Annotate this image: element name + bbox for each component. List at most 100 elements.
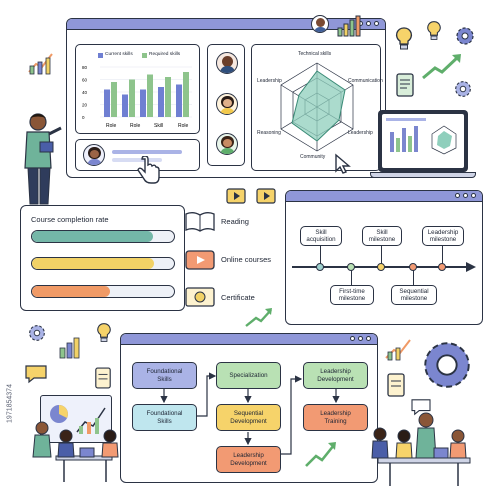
y-tick-label: 60 [82, 78, 88, 83]
bar-required [129, 79, 135, 117]
window-titlebar [121, 334, 377, 345]
skills-radar [280, 62, 354, 152]
titlebar-avatar [311, 15, 329, 33]
lightbulb-icon [97, 323, 111, 342]
laptop-screen [382, 114, 464, 168]
laptop [370, 110, 476, 180]
growth-chart-icon [59, 337, 80, 359]
growth-chart-icon [337, 15, 361, 37]
radar-label-technical: Technical skills [298, 51, 332, 57]
legend-required-label: Required skills [149, 52, 181, 57]
profile-line [112, 158, 162, 162]
legend-current-swatch [98, 53, 103, 58]
lightbulb-icon [427, 21, 441, 40]
timeline-node [347, 263, 355, 271]
timeline-node [438, 263, 446, 271]
radar-label-reasoning: Reasoning [257, 130, 281, 136]
y-tick-label: 40 [82, 90, 88, 95]
flow-leadership-training[interactable]: Leadership Training [303, 404, 368, 431]
online-courses-label: Online courses [221, 255, 272, 264]
radar-label-leadership-right: Leadership [348, 130, 373, 136]
course-completion-title: Course completion rate [31, 215, 109, 224]
chat-bubble-icon [25, 365, 47, 384]
gear-icon [424, 342, 470, 388]
milestone-skill-acquisition[interactable]: Skill acquisition [300, 226, 342, 246]
video-icon [185, 250, 215, 270]
lightbulb-icon [396, 27, 412, 50]
document-icon [396, 73, 414, 97]
milestone-timeline-card: Skill acquisition Skill milestone Leader… [285, 190, 483, 325]
book-icon [185, 212, 215, 232]
team-meeting-right [371, 412, 471, 486]
flow-foundational-skills[interactable]: Foundational Skills [132, 362, 197, 389]
bar-current [158, 87, 164, 117]
bar-required [111, 82, 117, 117]
growth-chart-icon [28, 53, 53, 75]
window-titlebar [286, 191, 482, 202]
milestone-leadership[interactable]: Leadership milestone [422, 226, 464, 246]
progress-fill-online-courses [32, 258, 155, 269]
milestone-skill[interactable]: Skill milestone [362, 226, 402, 246]
radar-label-leadership-left: Leadership [257, 78, 282, 84]
profile-card [75, 139, 200, 171]
bar-current [104, 89, 110, 117]
career-path-flow-window: Foundational Skills Foundational Skills … [120, 333, 378, 483]
document-icon [95, 367, 111, 389]
certificate-label: Certificate [221, 293, 255, 302]
gear-icon [29, 325, 45, 341]
flow-foundational-skills[interactable]: Foundational Skills [132, 404, 197, 431]
bar-required [147, 74, 153, 117]
profile-line [112, 150, 182, 154]
arrow-cursor-icon [335, 153, 351, 174]
bar-current [176, 84, 182, 117]
growth-chart-icon [385, 339, 411, 361]
avatar[interactable] [216, 52, 238, 74]
flow-connectors [160, 372, 340, 455]
avatar[interactable] [216, 133, 238, 155]
y-tick-label: 20 [82, 103, 88, 108]
trend-arrow-icon [422, 54, 461, 80]
avatar[interactable] [216, 93, 238, 115]
document-icon [387, 373, 405, 397]
play-icon [226, 188, 246, 204]
x-tick-label: Skill [154, 123, 163, 129]
avatar [83, 144, 105, 166]
y-tick-label: 0 [82, 115, 85, 120]
bar-required [165, 77, 171, 117]
bar-required [183, 72, 189, 117]
certificate-icon [185, 287, 215, 307]
course-completion-card: Course completion rate [20, 205, 185, 311]
progress-track [31, 230, 175, 243]
y-tick-label: 80 [82, 65, 88, 70]
timeline-node [316, 263, 324, 271]
flow-leadership-development[interactable]: Leadership Development [216, 446, 281, 473]
hand-cursor-icon [137, 156, 160, 184]
presenter-person [24, 113, 62, 205]
progress-fill-reading [32, 231, 153, 242]
trend-arrow-icon [245, 308, 272, 327]
x-tick-label: Role [130, 123, 141, 129]
team-avatars-card [207, 44, 245, 166]
presentation-board [40, 395, 112, 443]
progress-track [31, 285, 175, 298]
milestone-sequential[interactable]: Sequential milestone [391, 285, 437, 305]
milestone-first-time[interactable]: First-time milestone [330, 285, 374, 305]
bar-current [140, 89, 146, 117]
gear-icon [455, 81, 471, 97]
play-icon [256, 188, 276, 204]
timeline-arrow-icon [466, 262, 476, 272]
flow-specialization[interactable]: Specialization [216, 362, 281, 389]
trend-arrow-icon [305, 442, 336, 467]
flow-leadership-development[interactable]: Leadership Development [303, 362, 368, 389]
flow-sequential-development[interactable]: Sequential Development [216, 404, 281, 431]
timeline-node [377, 263, 385, 271]
radar-card: Technical skills Communication Leadershi… [251, 44, 383, 171]
progress-track [31, 257, 175, 270]
legend-required-swatch [142, 53, 147, 58]
radar-label-community: Community [300, 154, 326, 160]
chat-bubble-icon [411, 399, 431, 416]
progress-fill-certificate [32, 286, 111, 297]
